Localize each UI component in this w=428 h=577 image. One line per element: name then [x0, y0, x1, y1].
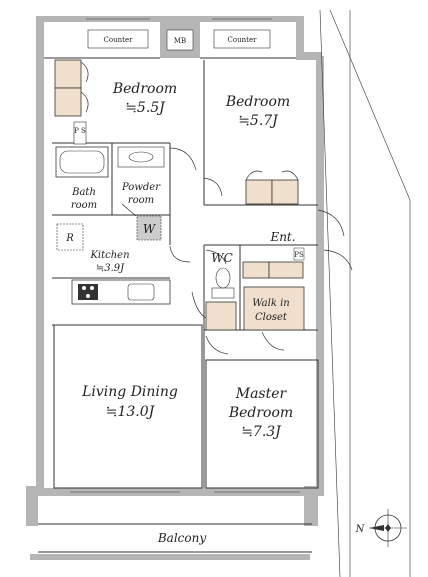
entrance-name: Ent.: [269, 230, 295, 244]
bedroom-nw-size: ≒5.5J: [125, 100, 166, 116]
interior-walls: [44, 22, 319, 489]
powder-label-1: Powder: [121, 182, 161, 193]
closets: [54, 59, 305, 331]
ps-label-entrance: PS: [294, 251, 304, 259]
top-counters: Counter Counter MB: [87, 29, 271, 51]
bedroom-ne-name: Bedroom: [225, 94, 290, 110]
walk-in-label-1: Walk in: [252, 298, 289, 309]
master-name-1: Master: [235, 386, 288, 402]
bedroom-ne-size: ≒5.7J: [238, 113, 279, 129]
kitchen-size: ≒3.9J: [96, 263, 125, 274]
fridge-label: R: [65, 233, 74, 244]
powder-label-2: room: [128, 195, 154, 206]
ps-shaft: [73, 121, 87, 145]
washer-label: W: [143, 222, 157, 236]
room-labels: Bedroom ≒5.5J Bedroom ≒5.7J Bath room Po…: [71, 81, 296, 545]
compass-icon: [369, 509, 407, 547]
balcony-area: [38, 523, 312, 553]
living-dining-size: ≒13.0J: [106, 404, 156, 420]
counter-label-left: Counter: [104, 36, 134, 44]
bedroom-nw-name: Bedroom: [112, 81, 177, 97]
walk-in-label-2: Closet: [255, 312, 288, 323]
counter-label-right: Counter: [228, 36, 258, 44]
wc-name: WC: [211, 251, 233, 265]
exterior-lines: [319, 9, 411, 577]
master-size: ≒7.3J: [241, 424, 282, 440]
master-name-2: Bedroom: [228, 405, 293, 421]
bathtub: [55, 146, 109, 178]
ps-label-upper: P S: [74, 127, 86, 135]
kitchen-counter: [71, 279, 171, 305]
powder-fixtures: W: [117, 146, 165, 241]
windows: [70, 18, 300, 493]
living-dining-name: Living Dining: [81, 384, 178, 400]
door-swings: [169, 147, 345, 355]
bath-label-2: room: [71, 200, 97, 211]
balcony-name: Balcony: [157, 531, 206, 545]
mb-label: MB: [174, 37, 186, 45]
compass-north-label: N: [355, 524, 366, 535]
toilet: [211, 267, 235, 299]
kitchen-name: Kitchen: [89, 250, 129, 261]
fridge-space: [56, 223, 84, 251]
bath-label-1: Bath: [71, 187, 96, 198]
